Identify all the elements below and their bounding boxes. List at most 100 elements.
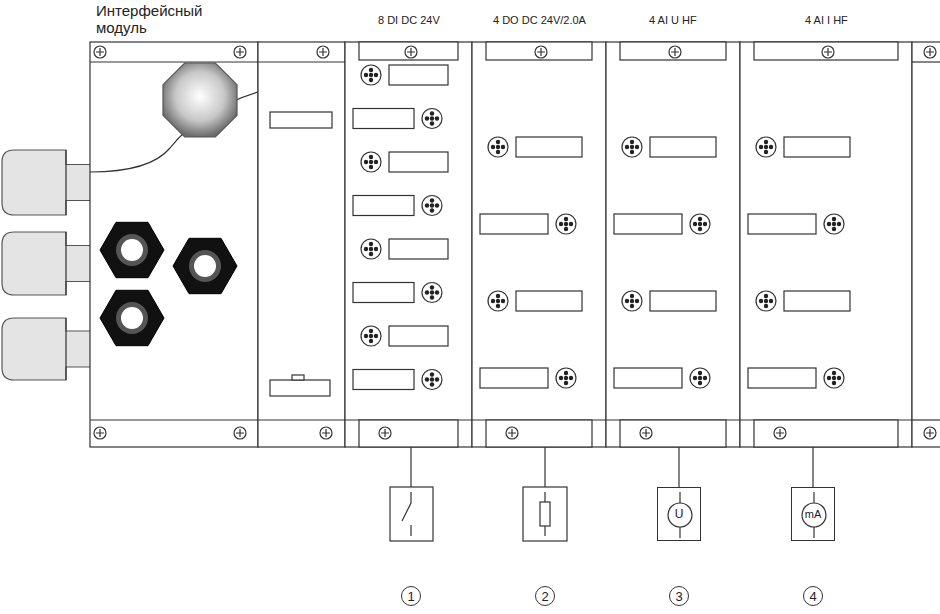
socket-pin bbox=[491, 145, 495, 149]
label-field bbox=[389, 326, 448, 346]
label-field bbox=[650, 137, 716, 157]
socket-pin bbox=[425, 116, 429, 120]
socket-pin bbox=[435, 290, 439, 294]
socket-pin bbox=[832, 376, 836, 380]
screw bbox=[322, 429, 330, 437]
label-strip bbox=[486, 42, 592, 60]
hex-nut bbox=[116, 234, 148, 266]
socket-pin bbox=[698, 371, 702, 375]
bus-connector-cap bbox=[163, 63, 237, 137]
m12-socket bbox=[756, 291, 776, 311]
hex-nut bbox=[173, 238, 237, 293]
socket-pin bbox=[369, 339, 373, 343]
module-strip bbox=[912, 61, 940, 62]
bottom-strip bbox=[620, 420, 726, 447]
label-field bbox=[389, 239, 448, 259]
socket-pin bbox=[501, 299, 505, 303]
m12-socket bbox=[824, 368, 844, 388]
screw bbox=[776, 429, 784, 437]
meter-symbol bbox=[679, 492, 680, 503]
socket-pin bbox=[374, 247, 378, 251]
screw bbox=[320, 427, 332, 439]
socket-pin bbox=[837, 222, 841, 226]
leader-line bbox=[544, 447, 545, 487]
m12-socket bbox=[422, 196, 442, 216]
socket-pin bbox=[764, 150, 768, 154]
socket-pin bbox=[832, 371, 836, 375]
hex-nut bbox=[121, 307, 143, 329]
label-strip bbox=[620, 42, 726, 60]
hex-nut bbox=[116, 302, 148, 334]
io-module-housing bbox=[345, 42, 472, 447]
socket-pin bbox=[569, 376, 573, 380]
socket-pin bbox=[491, 299, 495, 303]
socket-pin bbox=[425, 290, 429, 294]
screw bbox=[506, 427, 518, 439]
socket-pin bbox=[698, 217, 702, 221]
socket-pin bbox=[630, 145, 634, 149]
m12-socket bbox=[756, 137, 776, 157]
screw bbox=[407, 48, 415, 56]
module-heading: 8 DI DC 24V bbox=[378, 14, 440, 26]
hex-nut bbox=[194, 255, 216, 277]
screw bbox=[405, 46, 417, 58]
screw bbox=[535, 46, 547, 58]
socket-pin bbox=[374, 73, 378, 77]
socket-pin bbox=[764, 145, 768, 149]
label-field bbox=[748, 214, 816, 234]
screw bbox=[926, 48, 934, 56]
bottom-strip bbox=[359, 420, 458, 447]
socket-pin bbox=[559, 376, 563, 380]
meter-label: mA bbox=[792, 508, 834, 520]
socket-pin bbox=[496, 294, 500, 298]
sensor-box bbox=[390, 487, 433, 541]
socket-pin bbox=[827, 222, 831, 226]
meter-label: U bbox=[658, 507, 700, 521]
socket-pin bbox=[430, 377, 434, 381]
socket-pin bbox=[832, 217, 836, 221]
hex-nut bbox=[121, 239, 143, 261]
wire bbox=[678, 447, 679, 487]
screw bbox=[234, 427, 246, 439]
socket-pin bbox=[369, 252, 373, 256]
module-strip bbox=[912, 419, 940, 420]
socket-pin bbox=[430, 208, 434, 212]
m12-socket bbox=[422, 370, 442, 390]
meter-symbol bbox=[813, 527, 814, 538]
sensor-box: U bbox=[657, 487, 701, 541]
screw bbox=[94, 46, 106, 58]
m12-socket bbox=[622, 291, 642, 311]
socket-pin bbox=[369, 242, 373, 246]
m12-socket bbox=[556, 214, 576, 234]
m12-socket bbox=[361, 152, 381, 172]
sensor-box: mA bbox=[791, 487, 835, 541]
switch-symbol bbox=[402, 492, 411, 536]
socket-pin bbox=[496, 150, 500, 154]
label-field bbox=[353, 283, 414, 303]
m12-socket bbox=[824, 214, 844, 234]
socket-pin bbox=[832, 222, 836, 226]
callout-number: 2 bbox=[535, 586, 555, 606]
socket-pin bbox=[430, 203, 434, 207]
socket-pin bbox=[435, 116, 439, 120]
socket-pin bbox=[630, 294, 634, 298]
screw bbox=[669, 46, 681, 58]
power-module-housing bbox=[258, 42, 345, 447]
module-strip bbox=[90, 419, 258, 420]
screw bbox=[234, 46, 246, 58]
socket-pin bbox=[630, 299, 634, 303]
socket-pin bbox=[369, 155, 373, 159]
socket-pin bbox=[430, 372, 434, 376]
next-module-housing bbox=[912, 42, 940, 447]
label-field bbox=[614, 214, 682, 234]
label-strip bbox=[359, 42, 458, 60]
module-box: 4 DO DC 24V/2.0A bbox=[472, 42, 606, 447]
socket-pin bbox=[703, 222, 707, 226]
screw bbox=[94, 427, 106, 439]
socket-pin bbox=[832, 381, 836, 385]
io-module-housing bbox=[606, 42, 740, 447]
socket-pin bbox=[564, 227, 568, 231]
module-box: 8 DI DC 24V bbox=[345, 42, 472, 447]
bottom-strip bbox=[486, 420, 592, 447]
cable-gland bbox=[65, 232, 66, 295]
